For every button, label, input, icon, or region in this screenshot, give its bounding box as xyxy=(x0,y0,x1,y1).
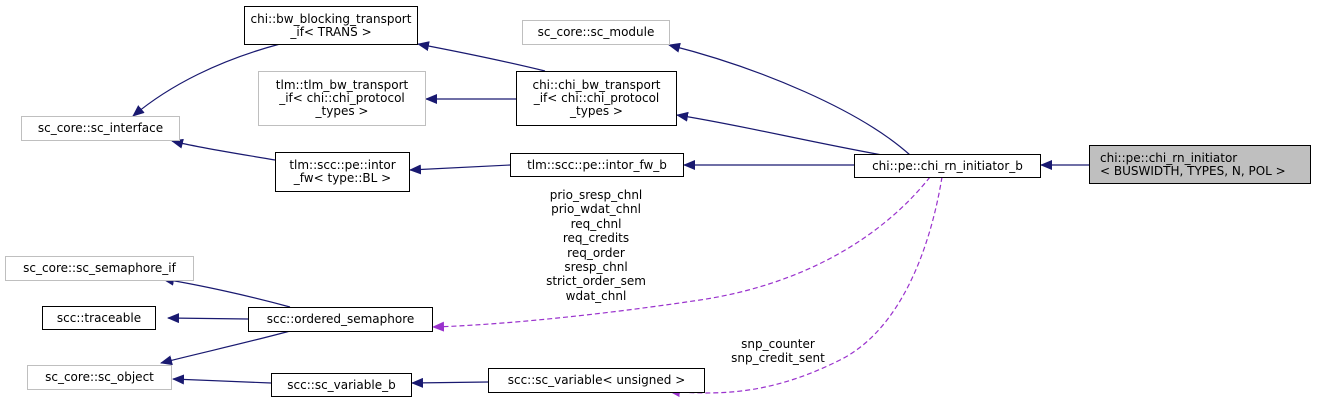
edge-label-semaphore-members: prio_sresp_chnl prio_wdat_chnl req_chnl … xyxy=(546,188,646,303)
edge-bw-blocking-to-sc-interface xyxy=(132,43,281,117)
node-label-line: _fw< type::BL > xyxy=(293,171,392,185)
node-tlm-bw-transport-if[interactable]: tlm::tlm_bw_transport _if< chi::chi_prot… xyxy=(258,71,426,126)
edge-label-line: strict_order_sem xyxy=(546,274,646,289)
node-label-line: chi::pe::chi_rn_initiator_b xyxy=(872,158,1023,173)
node-label-line: tlm::tlm_bw_transport xyxy=(275,78,409,92)
edge-label-line: req_credits xyxy=(562,231,630,246)
edge-label-line: sresp_chnl xyxy=(564,260,628,275)
node-label-line: sc_core::sc_object xyxy=(45,370,154,384)
edge-label-line: wdat_chnl xyxy=(565,288,627,303)
edge-initiator-b-to-chi-bw-transport-if xyxy=(676,111,883,156)
node-sc-semaphore-if[interactable]: sc_core::sc_semaphore_if xyxy=(5,256,194,281)
edge-chi-bw-transport-if-to-bw-blocking xyxy=(417,41,546,72)
node-bw-blocking-transport-if[interactable]: chi::bw_blocking_transport _if< TRANS > xyxy=(244,6,418,45)
node-label-line: scc::ordered_semaphore xyxy=(266,312,415,326)
node-label-line: scc::sc_variable_b xyxy=(287,377,396,392)
edge-label-line: prio_wdat_chnl xyxy=(551,202,641,217)
node-sc-variable-b[interactable]: scc::sc_variable_b xyxy=(271,373,412,397)
edge-sc-variable-unsigned-to-sc-variable-b xyxy=(411,377,489,388)
node-label-line: chi::pe::chi_rn_initiator xyxy=(1100,150,1238,165)
edge-label-line: prio_sresp_chnl xyxy=(549,188,643,202)
edge-ordered-semaphore-to-traceable xyxy=(167,313,249,324)
edge-initiator-b-uses-ordered-semaphore xyxy=(432,176,931,332)
node-label-line: chi::bw_blocking_transport xyxy=(250,11,412,26)
node-label-line: _types > xyxy=(570,104,623,118)
node-label-line: sc_core::sc_module xyxy=(537,25,655,39)
node-label-line: _types > xyxy=(315,104,369,118)
node-label-line: _if< chi::chi_protocol xyxy=(279,91,405,105)
edge-label-line: snp_counter xyxy=(741,337,815,351)
node-label-line: sc_core::sc_interface xyxy=(37,121,164,135)
node-intor-fw[interactable]: tlm::scc::pe::intor _fw< type::BL > xyxy=(275,152,410,192)
node-chi-rn-initiator-b[interactable]: chi::pe::chi_rn_initiator_b xyxy=(854,154,1041,178)
edge-label-line: req_chnl xyxy=(570,216,622,231)
node-traceable[interactable]: scc::traceable xyxy=(42,306,156,330)
node-sc-interface[interactable]: sc_core::sc_interface xyxy=(21,116,180,141)
node-label-line: scc::sc_variable< unsigned > xyxy=(507,373,686,387)
node-label-line: tlm::scc::pe::intor_fw_b xyxy=(527,157,667,172)
edge-ordered-semaphore-to-semaphore-if xyxy=(162,275,291,308)
node-intor-fw-b[interactable]: tlm::scc::pe::intor_fw_b xyxy=(510,153,684,177)
edge-label-line: snp_credit_sent xyxy=(731,351,825,366)
node-label-line: < BUSWIDTH, TYPES, N, POL > xyxy=(1100,163,1286,178)
node-label-line: sc_core::sc_semaphore_if xyxy=(23,261,176,275)
node-sc-variable-unsigned[interactable]: scc::sc_variable< unsigned > xyxy=(488,368,705,393)
edge-initiator-b-to-sc-module xyxy=(668,42,911,156)
edge-initiator-b-uses-sc-variable xyxy=(668,176,943,398)
node-sc-module[interactable]: sc_core::sc_module xyxy=(522,20,670,45)
node-ordered-semaphore[interactable]: scc::ordered_semaphore xyxy=(248,307,433,332)
node-chi-rn-initiator[interactable]: chi::pe::chi_rn_initiator < BUSWIDTH, TY… xyxy=(1089,145,1311,184)
node-sc-object[interactable]: sc_core::sc_object xyxy=(27,365,172,390)
edge-intor-fw-b-to-intor-fw xyxy=(409,164,511,175)
node-label-line: chi::chi_bw_transport xyxy=(532,78,661,92)
node-label-line: _if< TRANS > xyxy=(290,24,372,39)
edge-ordered-semaphore-to-sc-object xyxy=(160,330,291,366)
edge-label-line: req_order xyxy=(567,245,625,260)
node-chi-bw-transport-if[interactable]: chi::chi_bw_transport _if< chi::chi_prot… xyxy=(516,71,677,126)
edge-sc-variable-b-to-sc-object xyxy=(172,374,272,385)
node-label-line: scc::traceable xyxy=(56,310,142,325)
node-label-line: tlm::scc::pe::intor xyxy=(289,158,396,172)
edge-label-variable-members: snp_counter snp_credit_sent xyxy=(731,337,825,366)
edge-intor-fw-to-sc-interface xyxy=(171,138,276,161)
node-label-line: _if< chi::chi_protocol xyxy=(533,91,660,105)
